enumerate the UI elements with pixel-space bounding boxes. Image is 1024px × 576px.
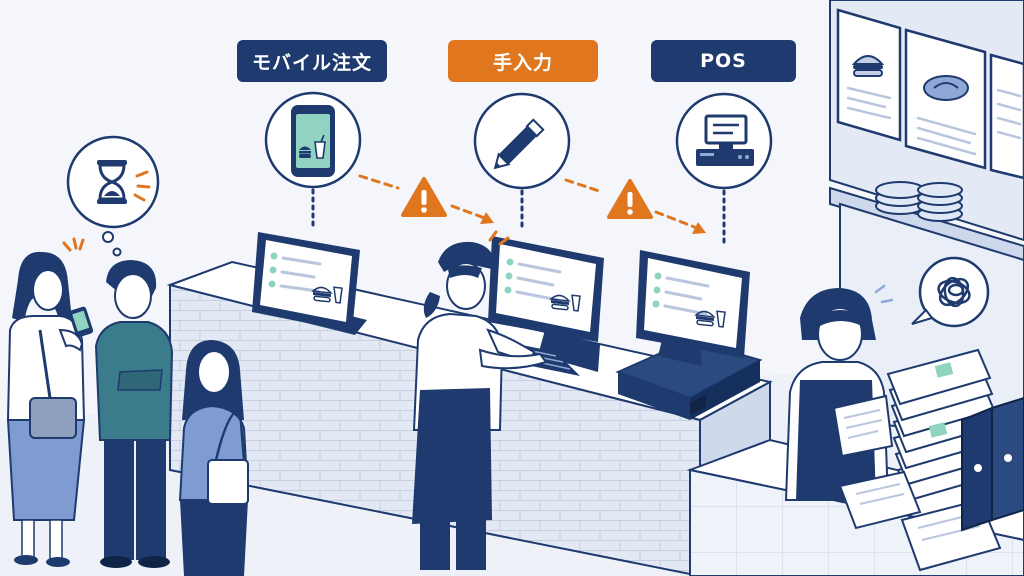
binders: [961, 396, 1024, 532]
vertical-connectors: [311, 188, 726, 246]
burger-icon: [851, 55, 885, 77]
staff-typing: [412, 230, 548, 570]
flow-arrow-2: [564, 178, 706, 234]
step-label-pos: POS: [651, 40, 796, 82]
step-icon-circle-mobile: [264, 91, 362, 189]
terminal-pos: [615, 250, 763, 420]
burger-drink-icon: [694, 310, 726, 328]
terminal-mobile-order: [252, 232, 367, 335]
bowl-icon: [923, 75, 969, 101]
burger-drink-icon: [311, 286, 343, 304]
step-label-manual-entry: 手入力: [448, 40, 598, 82]
warning-icon: [401, 177, 447, 217]
step-icon-circle-manual: [473, 92, 571, 190]
burger-drink-icon: [549, 294, 581, 312]
tangled-scribble-icon: [937, 276, 971, 308]
warning-icon: [607, 179, 653, 219]
pos-terminal-icon: [696, 114, 754, 166]
thought-bubble-confused: [911, 256, 990, 328]
smartphone-food-icon: [291, 105, 335, 177]
step-label-mobile-order: モバイル注文: [237, 40, 387, 82]
customer-woman-tote: [178, 340, 250, 576]
thought-bubble-waiting: [62, 135, 160, 257]
menu-board: [836, 8, 1024, 180]
staff-confused: [784, 284, 894, 501]
pencil-icon: [493, 118, 545, 170]
customer-woman-phone: [6, 251, 94, 567]
terminal-manual-entry: [488, 236, 604, 376]
step-icon-circle-pos: [675, 92, 773, 190]
paper-in-hand: [832, 394, 894, 458]
hourglass-icon: [97, 160, 127, 204]
flow-arrow-1: [358, 174, 494, 224]
plates-stack: [875, 181, 963, 222]
customer-man: [94, 260, 174, 568]
